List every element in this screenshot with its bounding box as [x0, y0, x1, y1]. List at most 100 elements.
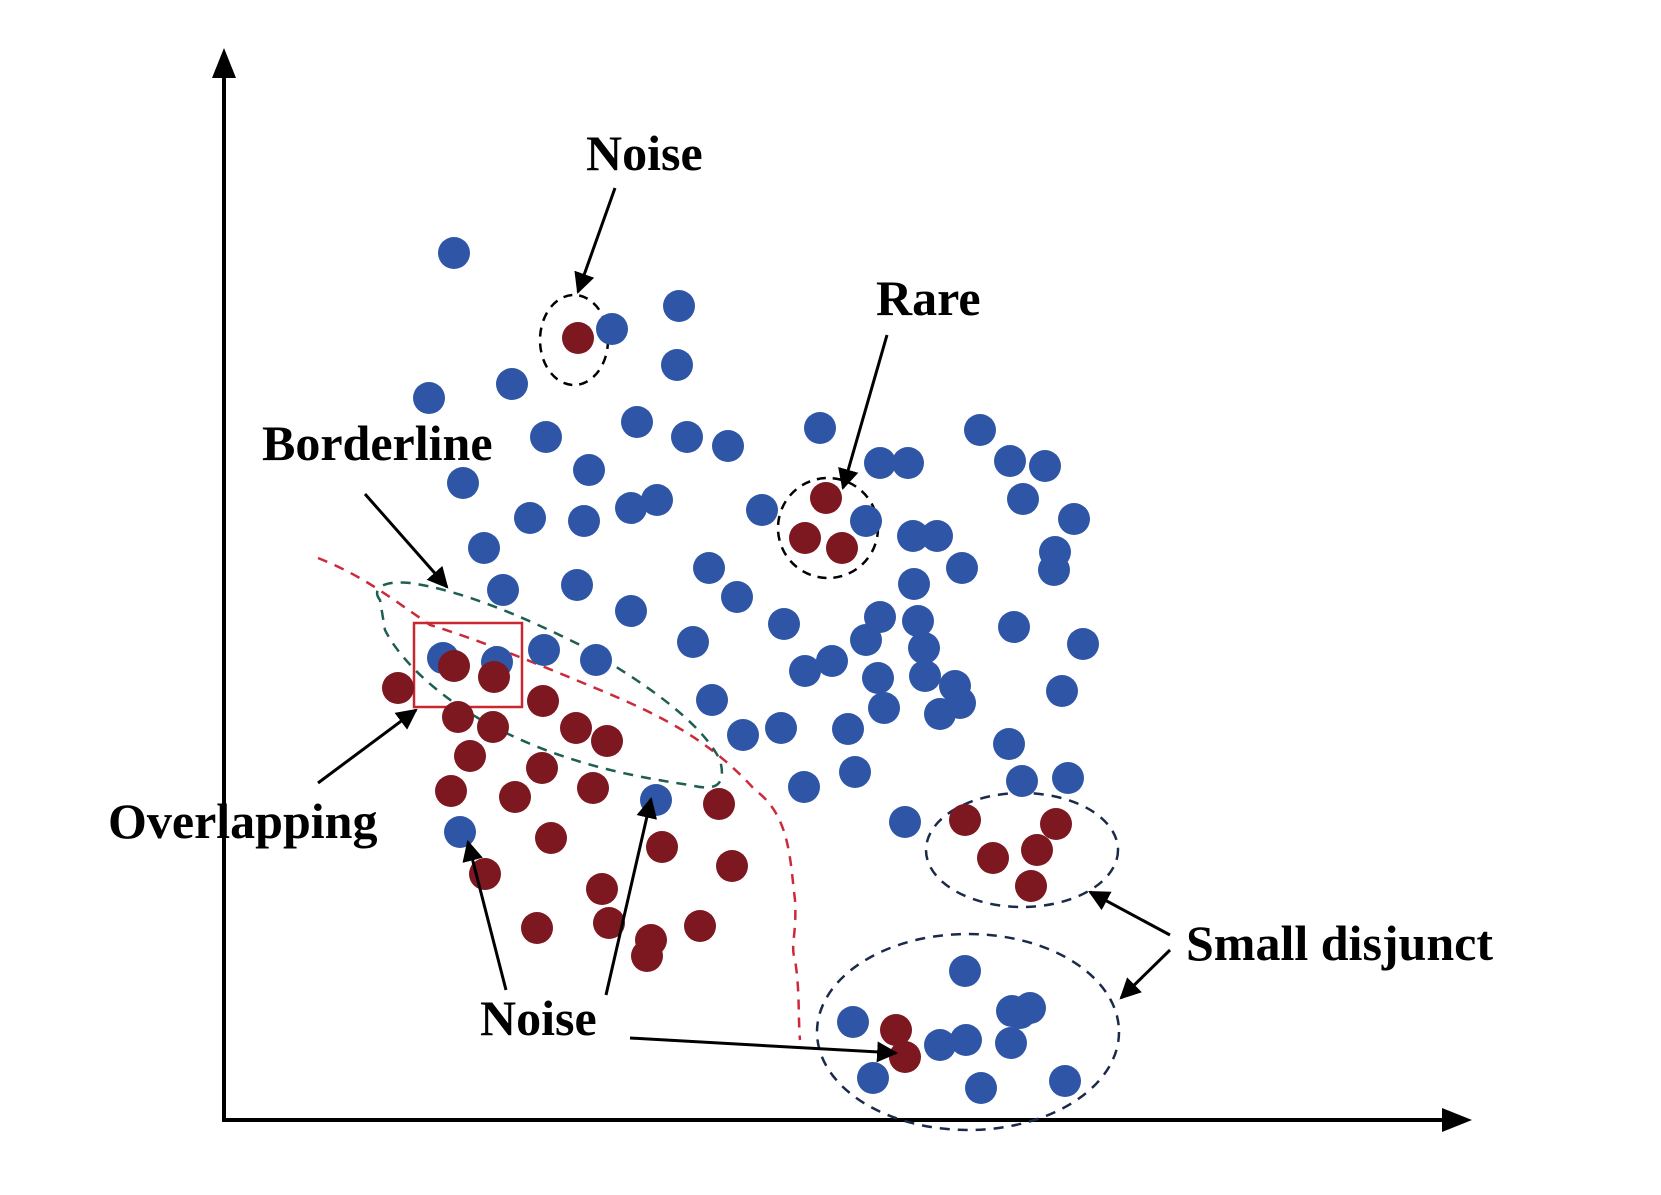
majority-point — [447, 467, 479, 499]
majority-point — [908, 632, 940, 664]
majority-point — [868, 692, 900, 724]
majority-point — [850, 505, 882, 537]
minority-point — [562, 322, 594, 354]
minority-point — [646, 831, 678, 863]
overlapping-label: Overlapping — [108, 793, 377, 849]
majority-point — [596, 313, 628, 345]
majority-point — [850, 624, 882, 656]
majority-point — [530, 421, 562, 453]
arrow-right-icon — [1442, 1108, 1472, 1132]
majority-point — [862, 662, 894, 694]
noise-bottom-arrow-right — [629, 1036, 899, 1063]
minority-point — [826, 532, 858, 564]
majority-point — [1006, 765, 1038, 797]
majority-point — [949, 955, 981, 987]
small-disjunct-region-bottom — [815, 932, 1121, 1132]
minority-point — [703, 788, 735, 820]
majority-point — [727, 719, 759, 751]
majority-point — [897, 520, 929, 552]
majority-point — [768, 608, 800, 640]
majority-point — [864, 601, 896, 633]
majority-point — [514, 502, 546, 534]
majority-point — [528, 634, 560, 666]
majority-point — [902, 605, 934, 637]
majority-point — [1058, 503, 1090, 535]
minority-point — [435, 775, 467, 807]
majority-point — [413, 382, 445, 414]
data-points — [382, 237, 1099, 1104]
noise-top-arrow — [574, 187, 617, 294]
minority-point — [454, 740, 486, 772]
majority-point — [561, 569, 593, 601]
majority-point — [889, 806, 921, 838]
minority-point — [684, 910, 716, 942]
majority-point — [580, 644, 612, 676]
majority-point — [946, 552, 978, 584]
noise-bottom-label: Noise — [480, 990, 597, 1046]
majority-point — [892, 447, 924, 479]
majority-point — [615, 595, 647, 627]
majority-point — [663, 290, 695, 322]
majority-point — [641, 484, 673, 516]
majority-point — [804, 412, 836, 444]
majority-point — [468, 532, 500, 564]
majority-point — [615, 492, 647, 524]
majority-point — [1038, 554, 1070, 586]
majority-point — [898, 568, 930, 600]
majority-point — [573, 454, 605, 486]
rare-label: Rare — [876, 270, 981, 326]
majority-point — [712, 430, 744, 462]
minority-point — [949, 804, 981, 836]
noise-top-label: Noise — [586, 125, 703, 181]
majority-point — [1052, 762, 1084, 794]
majority-point — [1067, 628, 1099, 660]
minority-point — [560, 712, 592, 744]
majority-point — [640, 784, 672, 816]
majority-point — [788, 771, 820, 803]
rare-arrow — [838, 334, 889, 491]
overlapping-arrow — [317, 708, 418, 785]
majority-point — [1046, 675, 1078, 707]
majority-point — [671, 421, 703, 453]
majority-point — [789, 655, 821, 687]
majority-point — [746, 494, 778, 526]
majority-point — [1029, 450, 1061, 482]
minority-point — [477, 711, 509, 743]
noise-bottom-arrow-mid — [604, 796, 658, 996]
minority-point — [527, 685, 559, 717]
minority-point — [586, 873, 618, 905]
majority-point — [837, 1006, 869, 1038]
minority-point — [977, 842, 1009, 874]
annotation-arrows — [317, 187, 1172, 1063]
minority-point — [789, 522, 821, 554]
majority-point — [864, 447, 896, 479]
small-disjunct-arrow-top — [1088, 890, 1171, 937]
minority-point — [526, 752, 558, 784]
majority-point — [621, 406, 653, 438]
class-boundary-line — [317, 556, 802, 1041]
majority-point — [696, 684, 728, 716]
majority-point — [998, 611, 1030, 643]
minority-point — [577, 772, 609, 804]
majority-point — [995, 1027, 1027, 1059]
arrow-up-icon — [212, 48, 236, 78]
majority-point — [487, 574, 519, 606]
minority-point — [438, 650, 470, 682]
majority-point — [839, 756, 871, 788]
minority-point — [889, 1041, 921, 1073]
minority-point — [535, 822, 567, 854]
majority-point — [693, 552, 725, 584]
majority-point — [924, 1029, 956, 1061]
small-disjunct-arrow-bottom — [1119, 948, 1172, 1000]
majority-point — [924, 698, 956, 730]
majority-point — [950, 1024, 982, 1056]
majority-point — [677, 626, 709, 658]
borderline-arrow — [363, 493, 449, 589]
majority-point — [721, 581, 753, 613]
majority-point — [816, 645, 848, 677]
majority-point — [1014, 992, 1046, 1024]
minority-point — [716, 850, 748, 882]
borderline-label: Borderline — [262, 415, 493, 471]
minority-point — [1021, 834, 1053, 866]
